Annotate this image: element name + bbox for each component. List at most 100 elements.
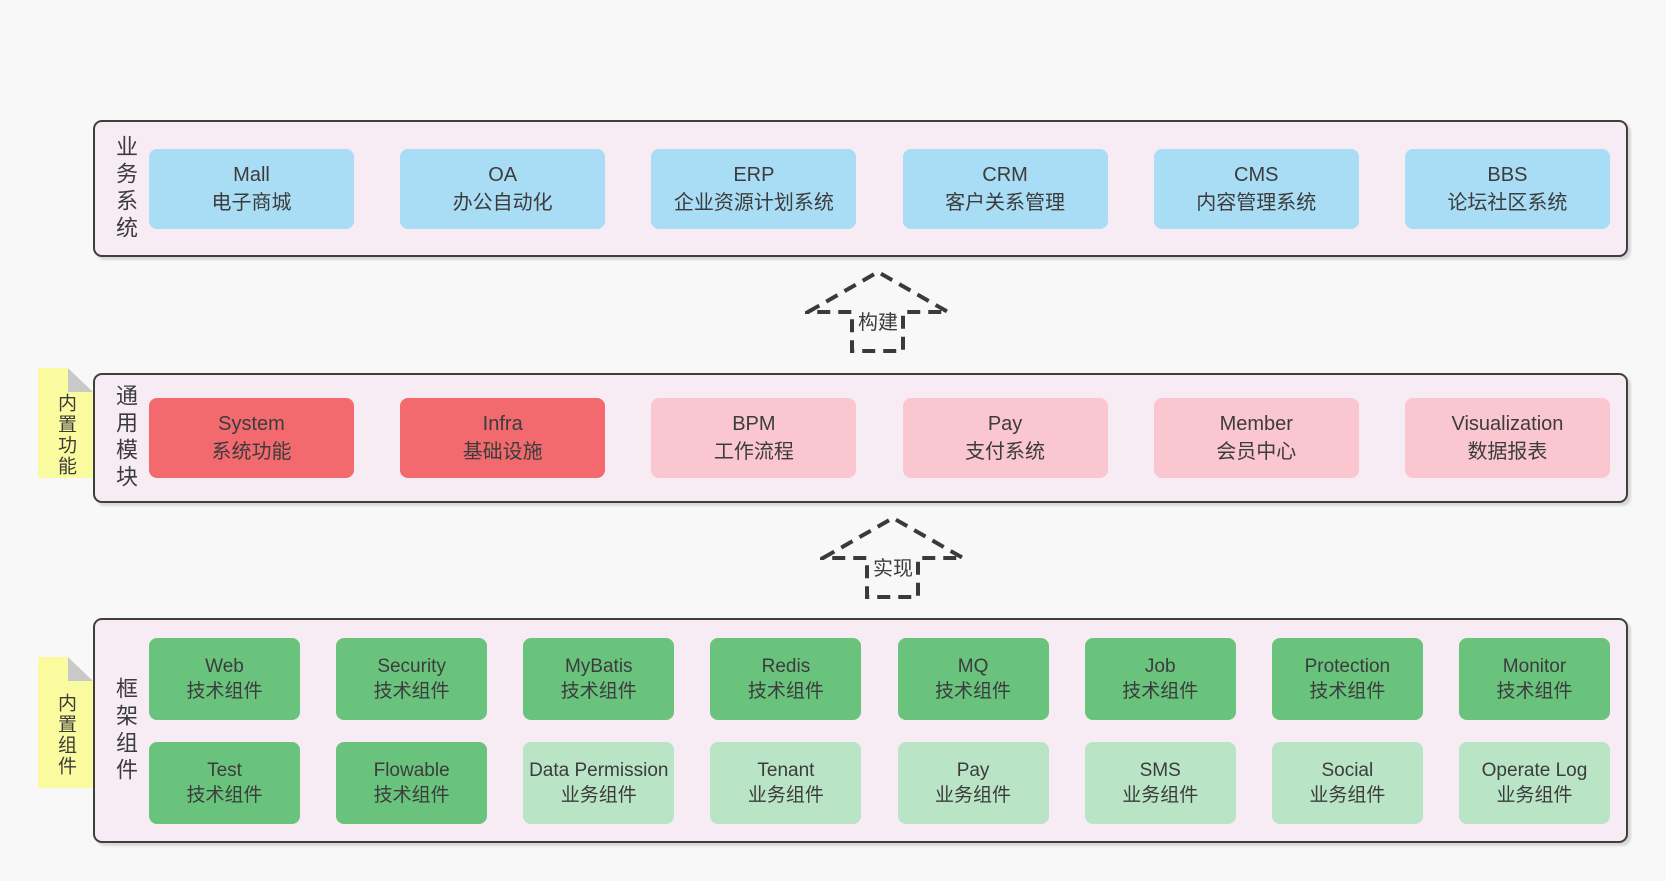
dashed-up-arrow-icon xyxy=(805,269,951,353)
framework-components-layer: 框架组件 Web 技术组件 Security 技术组件 MyBatis 技术组件… xyxy=(93,618,1628,843)
box-desc: 技术组件 xyxy=(373,784,450,806)
modules-layer-label: 通用模块 xyxy=(113,384,138,492)
box-name: CRM xyxy=(982,163,1028,186)
box-desc: 企业资源计划系统 xyxy=(673,191,834,214)
implement-arrow-label: 实现 xyxy=(870,557,916,581)
box-name: Test xyxy=(207,759,242,781)
box-name: Mall xyxy=(233,163,270,186)
box-desc: 技术组件 xyxy=(1122,680,1199,702)
folded-corner-icon xyxy=(68,657,93,681)
box-erp: ERP 企业资源计划系统 xyxy=(651,148,857,229)
box-crm: CRM 客户关系管理 xyxy=(902,148,1108,229)
build-arrow: 构建 xyxy=(805,268,951,354)
box-redis: Redis 技术组件 xyxy=(710,637,862,720)
box-security: Security 技术组件 xyxy=(336,637,488,720)
box-desc: 技术组件 xyxy=(186,680,263,702)
box-flowable: Flowable 技术组件 xyxy=(336,741,488,824)
framework-layer-label: 框架组件 xyxy=(113,676,138,785)
box-operate-log: Operate Log 业务组件 xyxy=(1458,741,1610,824)
sticky-builtin-components: 内置组件 xyxy=(38,657,93,788)
box-data-permission: Data Permission 业务组件 xyxy=(523,741,675,824)
box-visualization: Visualization 数据报表 xyxy=(1404,398,1610,478)
box-desc: 支付系统 xyxy=(965,441,1046,463)
box-desc: 业务组件 xyxy=(935,784,1012,806)
box-name: Protection xyxy=(1304,655,1391,677)
box-name: Data Permission xyxy=(529,759,669,781)
box-test: Test 技术组件 xyxy=(149,741,300,824)
box-desc: 工作流程 xyxy=(713,441,794,463)
box-desc: 业务组件 xyxy=(747,784,824,806)
box-name: Pay xyxy=(987,413,1023,435)
box-desc: 业务组件 xyxy=(1122,784,1199,806)
box-desc: 技术组件 xyxy=(747,680,824,702)
box-cms: CMS 内容管理系统 xyxy=(1153,148,1359,229)
business-boxes-row: Mall 电子商城 OA 办公自动化 ERP 企业资源计划系统 CRM 客户关系… xyxy=(149,148,1610,229)
box-desc: 系统功能 xyxy=(211,441,292,463)
box-monitor: Monitor 技术组件 xyxy=(1458,637,1610,720)
box-bbs: BBS 论坛社区系统 xyxy=(1404,148,1610,229)
box-pay-business: Pay 业务组件 xyxy=(897,741,1049,824)
box-desc: 内容管理系统 xyxy=(1196,191,1317,214)
box-name: System xyxy=(218,413,285,435)
box-name: Redis xyxy=(761,655,811,677)
implement-arrow: 实现 xyxy=(820,514,966,600)
box-name: Monitor xyxy=(1502,655,1567,677)
box-pay: Pay 支付系统 xyxy=(902,398,1108,478)
sticky-builtin-features: 内置功能 xyxy=(38,368,93,478)
box-name: Tenant xyxy=(757,759,815,781)
box-name: Member xyxy=(1219,413,1293,435)
dashed-up-arrow-icon xyxy=(820,515,966,599)
box-desc: 办公自动化 xyxy=(452,191,553,214)
box-desc: 数据报表 xyxy=(1467,441,1548,463)
box-job: Job 技术组件 xyxy=(1084,637,1236,720)
box-desc: 技术组件 xyxy=(373,680,450,702)
box-member: Member 会员中心 xyxy=(1153,398,1359,478)
box-desc: 技术组件 xyxy=(186,784,263,806)
box-mall: Mall 电子商城 xyxy=(149,148,354,229)
box-bpm: BPM 工作流程 xyxy=(651,398,857,478)
box-desc: 电子商城 xyxy=(211,191,292,214)
box-name: OA xyxy=(488,163,518,186)
box-desc: 基础设施 xyxy=(462,441,543,463)
box-desc: 技术组件 xyxy=(1496,680,1573,702)
box-mq: MQ 技术组件 xyxy=(897,637,1049,720)
box-desc: 业务组件 xyxy=(1309,784,1386,806)
box-mybatis: MyBatis 技术组件 xyxy=(523,637,675,720)
box-name: BBS xyxy=(1487,163,1528,186)
box-name: Flowable xyxy=(373,759,450,781)
box-protection: Protection 技术组件 xyxy=(1271,637,1423,720)
box-name: SMS xyxy=(1139,759,1181,781)
box-desc: 技术组件 xyxy=(560,680,637,702)
box-desc: 论坛社区系统 xyxy=(1447,191,1568,214)
business-systems-layer: 业务系统 Mall 电子商城 OA 办公自动化 ERP 企业资源计划系统 CRM… xyxy=(93,120,1628,257)
box-name: Security xyxy=(377,655,446,677)
box-name: Web xyxy=(205,655,244,677)
box-infra: Infra 基础设施 xyxy=(400,398,606,478)
box-name: ERP xyxy=(733,163,775,186)
framework-boxes-row-2: Test 技术组件 Flowable 技术组件 Data Permission … xyxy=(149,741,1610,824)
box-tenant: Tenant 业务组件 xyxy=(710,741,862,824)
box-desc: 技术组件 xyxy=(1309,680,1386,702)
box-desc: 客户关系管理 xyxy=(945,191,1066,214)
box-desc: 会员中心 xyxy=(1216,441,1297,463)
box-name: Visualization xyxy=(1451,413,1564,435)
box-name: MQ xyxy=(957,655,989,677)
box-name: Infra xyxy=(482,413,523,435)
box-name: CMS xyxy=(1234,163,1279,186)
build-arrow-label: 构建 xyxy=(855,311,901,335)
box-system: System 系统功能 xyxy=(149,398,354,478)
box-web: Web 技术组件 xyxy=(149,637,300,720)
common-modules-layer: 通用模块 System 系统功能 Infra 基础设施 BPM 工作流程 Pay… xyxy=(93,373,1628,503)
sticky-builtin-components-label: 内置组件 xyxy=(55,692,76,777)
box-name: Job xyxy=(1144,655,1176,677)
framework-boxes-row-1: Web 技术组件 Security 技术组件 MyBatis 技术组件 Redi… xyxy=(149,637,1610,720)
box-name: Social xyxy=(1321,759,1374,781)
modules-boxes-row: System 系统功能 Infra 基础设施 BPM 工作流程 Pay 支付系统… xyxy=(149,398,1610,478)
box-oa: OA 办公自动化 xyxy=(400,148,606,229)
box-social: Social 业务组件 xyxy=(1271,741,1423,824)
box-name: BPM xyxy=(732,413,776,435)
business-layer-label: 业务系统 xyxy=(113,134,138,243)
box-desc: 业务组件 xyxy=(560,784,637,806)
box-name: Operate Log xyxy=(1481,759,1588,781)
folded-corner-icon xyxy=(68,368,93,392)
